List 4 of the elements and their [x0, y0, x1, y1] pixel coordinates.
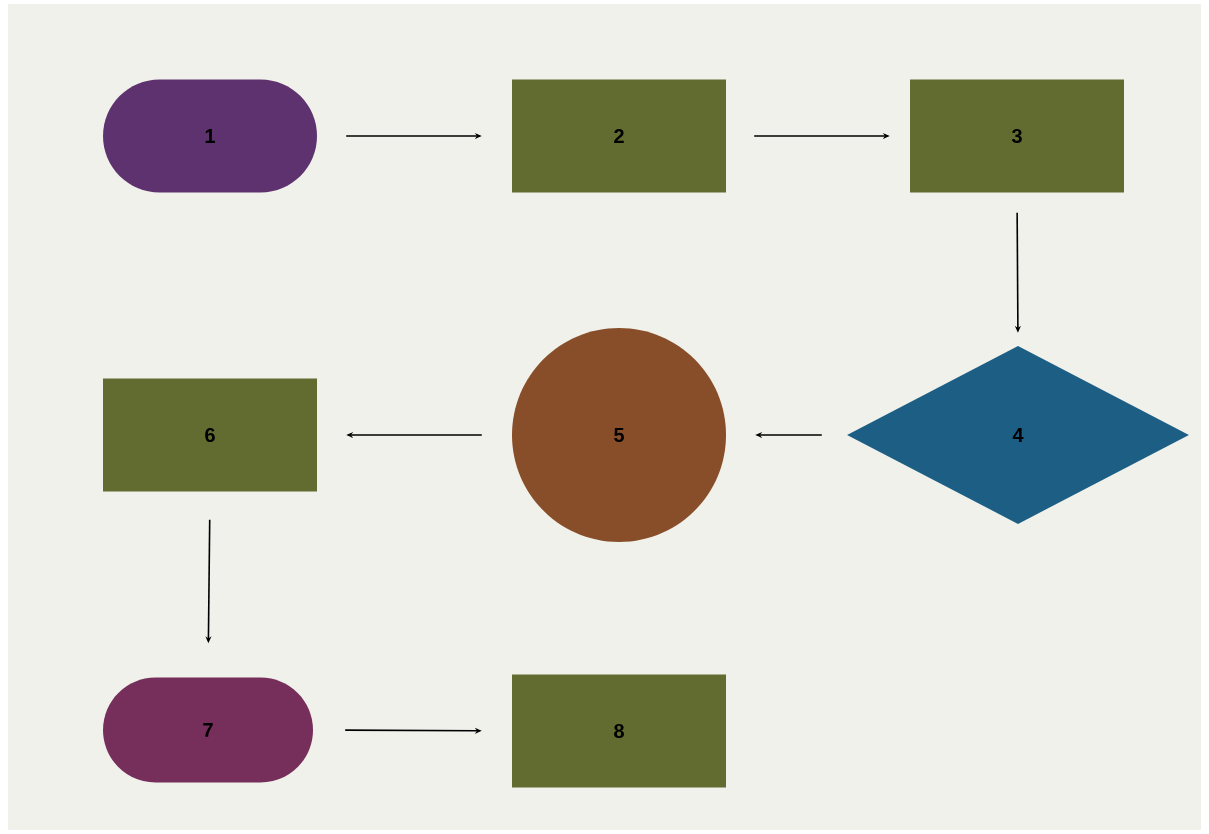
- process-box: 3: [910, 79, 1124, 193]
- process-box: 8: [512, 674, 726, 788]
- process-box: 2: [512, 79, 726, 193]
- process-box: 6: [103, 378, 317, 492]
